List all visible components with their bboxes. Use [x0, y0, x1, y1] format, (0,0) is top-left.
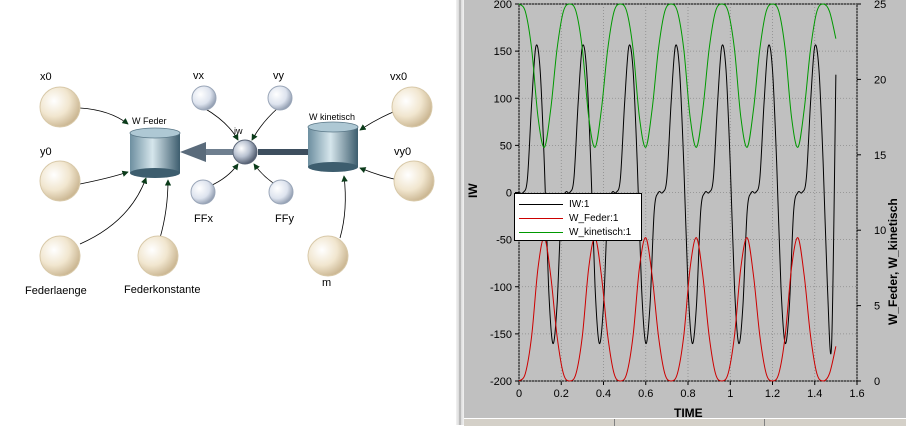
node-vy[interactable] [267, 85, 293, 111]
label-y0: y0 [40, 146, 52, 158]
node-federlaenge[interactable] [39, 235, 81, 277]
label-w-feder: W Feder [132, 116, 167, 126]
label-federkonstante: Federkonstante [124, 284, 201, 296]
flow-bar-feder [200, 149, 236, 155]
horizontal-scrollbar[interactable] [464, 418, 906, 426]
stock-w-feder[interactable] [129, 127, 181, 178]
node-iw[interactable] [232, 139, 258, 165]
legend-item-w-feder: W_Feder:1 [519, 211, 618, 225]
model-diagram[interactable]: x0 y0 Federlaenge Federkonstante W Feder… [0, 0, 456, 425]
connections [79, 107, 399, 245]
chart-legend[interactable]: IW:1 W_Feder:1 W_kinetisch:1 [514, 193, 642, 241]
scroll-segment[interactable] [614, 419, 765, 426]
stock-w-kinetisch[interactable] [307, 121, 359, 172]
node-ffx[interactable] [190, 179, 216, 205]
node-vx[interactable] [191, 85, 217, 111]
label-vy0: vy0 [394, 146, 412, 158]
legend-item-iw: IW:1 [519, 197, 589, 211]
label-vy: vy [273, 70, 284, 82]
node-vy0[interactable] [393, 160, 435, 202]
legend-item-w-kinetisch: W_kinetisch:1 [519, 225, 631, 239]
node-m[interactable] [307, 235, 349, 277]
label-m: m [322, 277, 332, 289]
legend-swatch [519, 217, 563, 219]
flow-bar-kinetisch [258, 149, 310, 155]
node-x0[interactable] [39, 86, 81, 128]
label-w-kinetisch: W kinetisch [309, 112, 356, 122]
y-axis-left-title: IW [466, 183, 480, 198]
label-iw: iw [234, 126, 243, 136]
legend-label: W_kinetisch:1 [569, 226, 632, 238]
label-federlaenge: Federlaenge [25, 285, 87, 297]
legend-label: IW:1 [569, 198, 590, 210]
legend-swatch [519, 231, 563, 233]
node-y0[interactable] [39, 160, 81, 202]
legend-label: W_Feder:1 [569, 212, 619, 224]
node-ffy[interactable] [268, 179, 294, 205]
x-axis-title: TIME [674, 406, 703, 420]
label-ffx: FFx [194, 213, 213, 225]
label-vx0: vx0 [390, 71, 408, 83]
label-x0: x0 [40, 71, 52, 83]
diagram-canvas [39, 85, 435, 277]
splitter[interactable] [456, 0, 464, 425]
label-vx: vx [193, 70, 204, 82]
node-vx0[interactable] [391, 86, 433, 128]
y-axis-right-title: W_Feder, W_kinetisch [886, 198, 900, 325]
legend-swatch [519, 203, 563, 205]
flow-arrowhead [180, 142, 206, 162]
node-federkonstante[interactable] [137, 235, 179, 277]
label-ffy: FFy [275, 213, 294, 225]
scroll-segment[interactable] [464, 419, 615, 426]
